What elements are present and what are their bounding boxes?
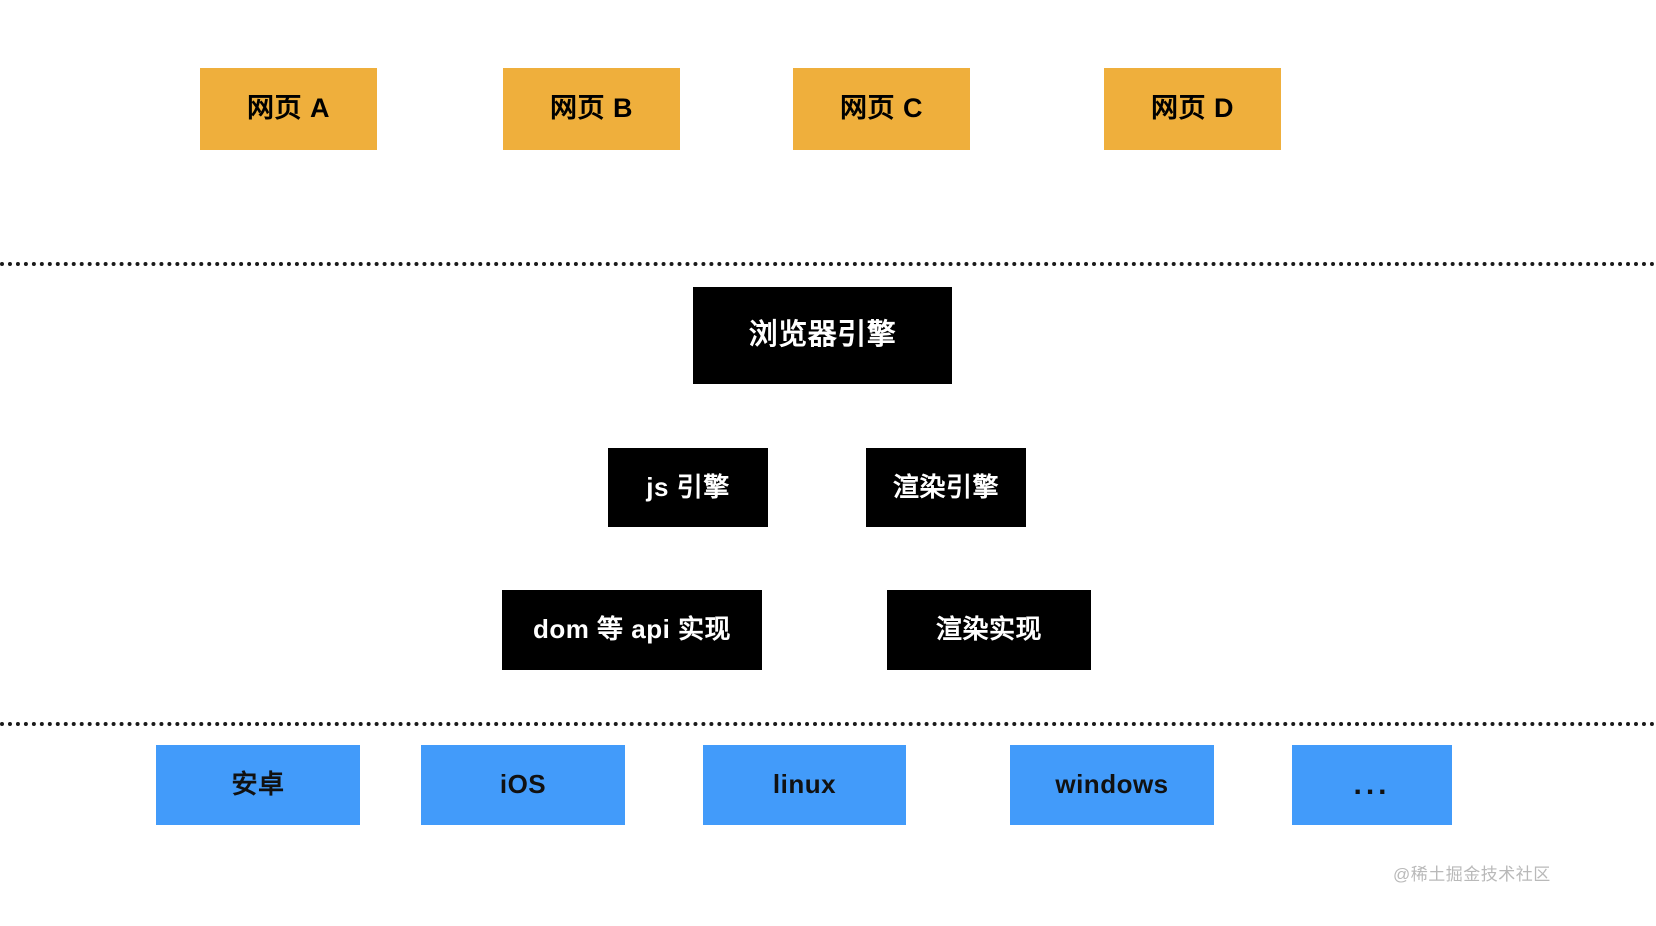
browser-engine-box: 浏览器引擎 (693, 287, 952, 384)
web-page-box-b: 网页 B (503, 68, 680, 150)
render-impl-box: 渲染实现 (887, 590, 1091, 670)
render-engine-box: 渲染引擎 (866, 448, 1026, 527)
os-box-more: ... (1292, 745, 1452, 825)
watermark-label: @稀土掘金技术社区 (1393, 865, 1551, 884)
os-box-android: 安卓 (156, 745, 360, 825)
web-page-box-d: 网页 D (1104, 68, 1281, 150)
os-box-ios: iOS (421, 745, 625, 825)
web-page-box-c: 网页 C (793, 68, 970, 150)
dom-api-impl-box: dom 等 api 实现 (502, 590, 762, 670)
js-engine-box: js 引擎 (608, 448, 768, 527)
layer-divider-pages-engines (0, 262, 1656, 266)
os-box-linux: linux (703, 745, 906, 825)
layer-divider-engines-os (0, 722, 1656, 726)
os-box-windows: windows (1010, 745, 1214, 825)
web-page-box-a: 网页 A (200, 68, 377, 150)
